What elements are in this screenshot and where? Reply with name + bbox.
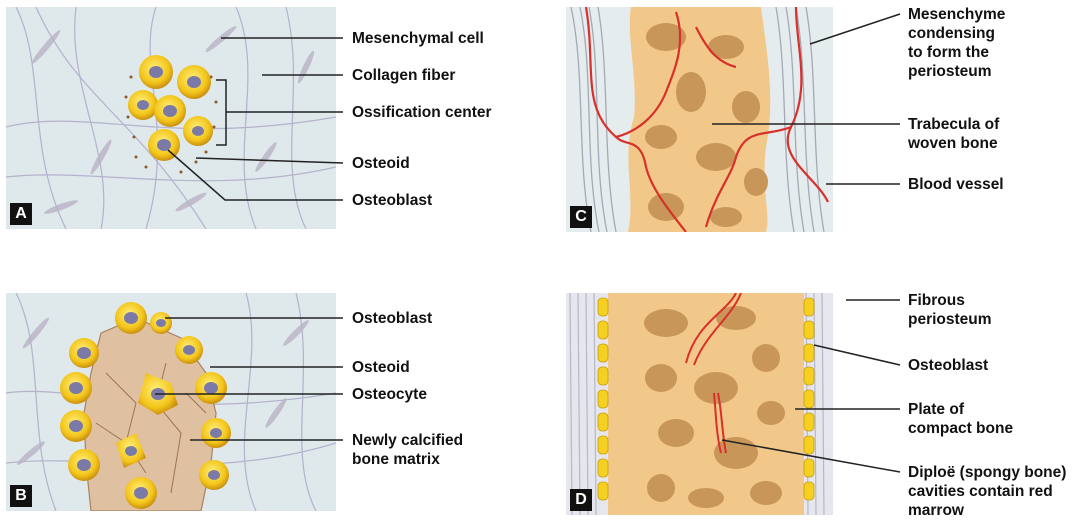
- label-collagen-fiber: Collagen fiber: [352, 67, 455, 84]
- label-diploe-line3: marrow: [908, 502, 964, 519]
- label-osteoblast-d: Osteoblast: [908, 357, 988, 374]
- label-fibrous-periosteum-line2: periosteum: [908, 311, 992, 328]
- panel-a-illustration: A: [6, 7, 336, 229]
- label-compact-bone-line2: compact bone: [908, 420, 1013, 437]
- label-trabecula-line2: woven bone: [908, 135, 998, 152]
- label-diploe-line2: cavities contain red: [908, 483, 1053, 500]
- panel-a-drawing: [6, 7, 336, 229]
- label-osteocyte: Osteocyte: [352, 386, 427, 403]
- panel-c-illustration: C: [566, 7, 833, 232]
- osteoblast-cluster: [128, 55, 213, 161]
- label-osteoid-b: Osteoid: [352, 359, 410, 376]
- panel-b-letter: B: [10, 485, 32, 507]
- panel-d-drawing: [566, 293, 833, 515]
- label-osteoid-a: Osteoid: [352, 155, 410, 172]
- label-diploe-line1: Diploë (spongy bone): [908, 464, 1066, 481]
- label-blood-vessel: Blood vessel: [908, 176, 1004, 193]
- panel-d-illustration: D: [566, 293, 833, 515]
- panel-a-letter: A: [10, 203, 32, 225]
- panel-b-illustration: B: [6, 293, 336, 511]
- label-ossification-center: Ossification center: [352, 104, 492, 121]
- label-osteoblast-b: Osteoblast: [352, 310, 432, 327]
- panel-d-letter: D: [570, 489, 592, 511]
- label-osteoblast-a: Osteoblast: [352, 192, 432, 209]
- label-trabecula-line1: Trabecula of: [908, 116, 999, 133]
- panel-b-drawing: [6, 293, 336, 511]
- label-calcified-matrix-line2: bone matrix: [352, 451, 440, 468]
- label-calcified-matrix-line1: Newly calcified: [352, 432, 463, 449]
- panel-c-letter: C: [570, 206, 592, 228]
- panel-c-drawing: [566, 7, 833, 232]
- label-compact-bone-line1: Plate of: [908, 401, 964, 418]
- label-mesenchyme-line3: to form the: [908, 44, 989, 61]
- label-fibrous-periosteum-line1: Fibrous: [908, 292, 965, 309]
- label-mesenchyme-line1: Mesenchyme: [908, 6, 1005, 23]
- label-mesenchyme-line2: condensing: [908, 25, 995, 42]
- label-mesenchymal-cell: Mesenchymal cell: [352, 30, 484, 47]
- label-mesenchyme-line4: periosteum: [908, 63, 992, 80]
